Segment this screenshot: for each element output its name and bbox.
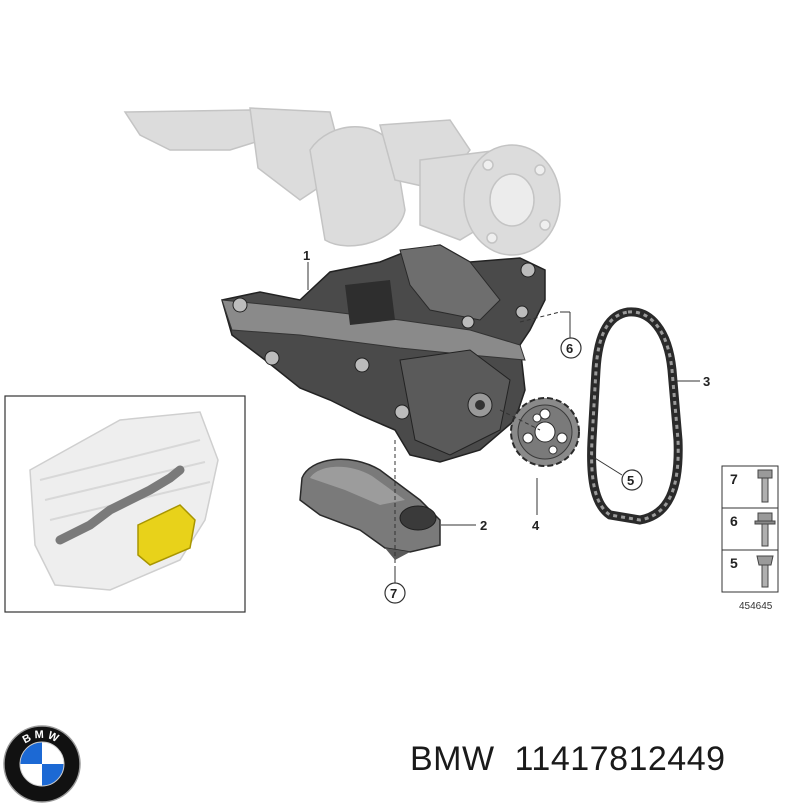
callout-2: 2 [480, 518, 487, 533]
bmw-logo: BMW [3, 725, 81, 803]
callout-leader-lines [307, 262, 700, 583]
flange-bolt-icon [754, 512, 776, 547]
part-caption: BMW 11417812449 [410, 740, 790, 790]
sprocket-illustration [510, 397, 580, 467]
legend-number-5: 5 [730, 555, 738, 571]
callout-5-circle [621, 469, 643, 491]
fastener-legend: 7 6 5 454645 [721, 465, 779, 612]
torx-bolt-icon [756, 555, 774, 588]
legend-number-6: 6 [730, 513, 738, 529]
crankshaft-ghost-illustration [123, 107, 561, 256]
drive-chain-illustration [587, 307, 683, 525]
caption-make: BMW [410, 740, 495, 778]
oil-pump-illustration [221, 244, 546, 463]
hex-bolt-icon [757, 469, 773, 503]
callout-3: 3 [703, 374, 710, 389]
callout-6: 6 [566, 341, 573, 356]
callout-6-circle [560, 337, 582, 359]
callout-7: 7 [390, 586, 397, 601]
assembly-guide-lines [394, 311, 561, 568]
engine-location-inset [4, 395, 246, 613]
callout-1: 1 [303, 248, 310, 263]
figure-code: 454645 [739, 601, 773, 612]
callout-4: 4 [532, 518, 540, 533]
caption-part-number: 11417812449 [514, 740, 726, 778]
logo-lettering: BMW [21, 729, 64, 747]
callout-5: 5 [627, 473, 634, 488]
oil-strainer-illustration [299, 458, 441, 560]
callout-7-circle [384, 582, 406, 604]
legend-number-7: 7 [730, 471, 738, 487]
